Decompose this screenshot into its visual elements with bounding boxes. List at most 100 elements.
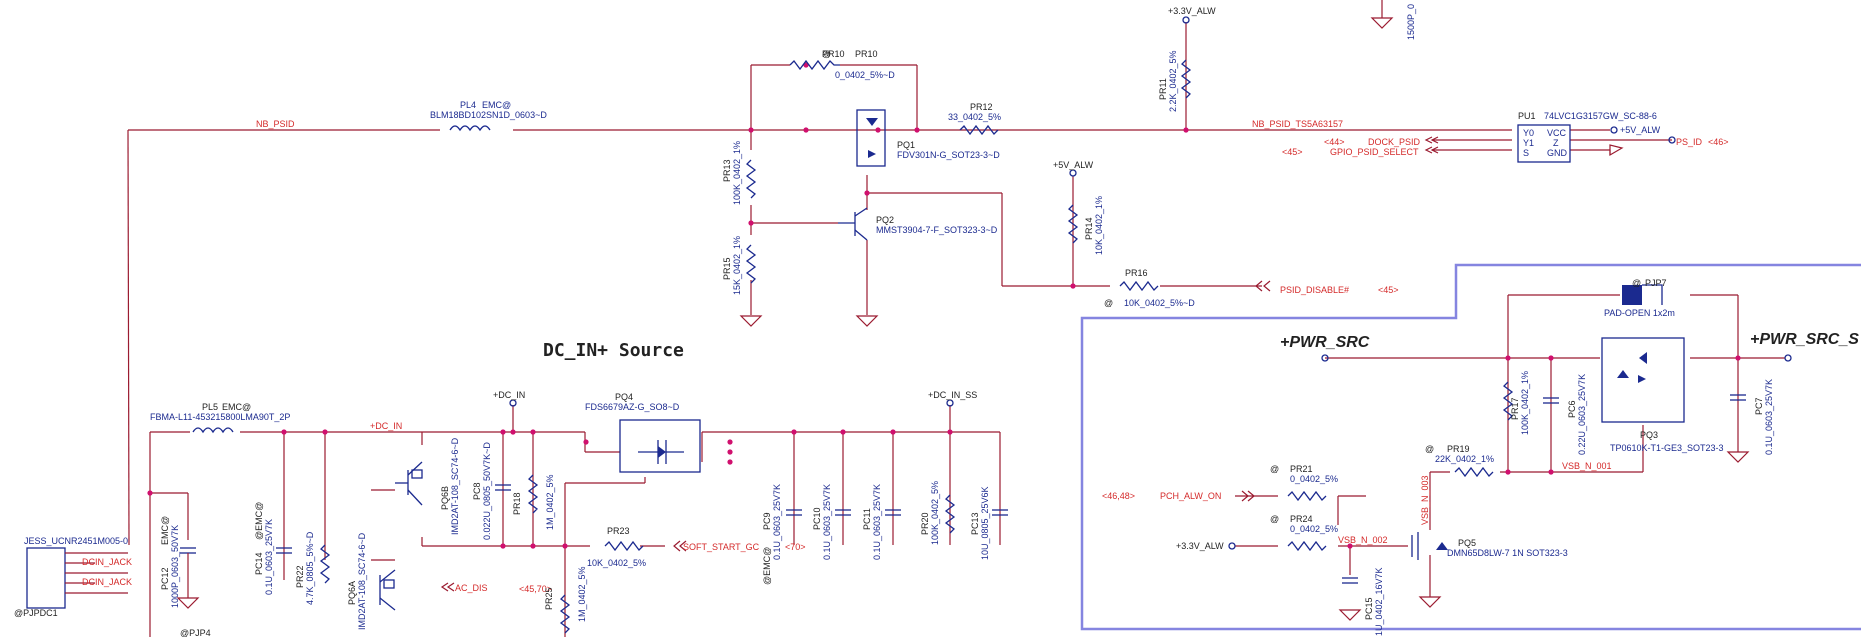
pc15-val: 1U_0402_16V7K — [1374, 567, 1384, 636]
ref-4648: <46,48> — [1102, 491, 1135, 501]
pc8-cap: PC8 0.022U_0805_50V7K~D — [472, 442, 511, 540]
pc7-cap: PC7 0.1U_0603_25V7K — [1726, 379, 1774, 463]
pr22-val: 4.7K_0805_5%~D — [305, 531, 315, 605]
pr23-val: 10K_0402_5% — [587, 558, 646, 568]
ref-44: <44> — [1324, 137, 1345, 147]
pc7-ref: PC7 — [1754, 397, 1764, 415]
pq4-part: FDS6679AZ-G_SO8~D — [585, 402, 680, 412]
pr11-val: 2.2K_0402_5% — [1168, 50, 1178, 112]
pu1-part: 74LVC1G3157GW_SC-88-6 — [1544, 111, 1657, 121]
nb-psid-label: NB_PSID — [256, 119, 295, 129]
svg-text:GND: GND — [1547, 148, 1568, 158]
pq5-mosfet: PQ5 DMN65D8LW-7 1N SOT323-3 — [1411, 532, 1568, 608]
jack-ref: @PJPDC1 — [14, 608, 58, 618]
pr14-val: 10K_0402_1% — [1094, 196, 1104, 255]
svg-text:VCC: VCC — [1547, 128, 1567, 138]
pc9-val: 0.1U_0603_25V7K — [772, 484, 782, 560]
pc11-val: 0.1U_0603_25V7K — [872, 484, 882, 560]
ref-45a: <45> — [1282, 147, 1303, 157]
vsb-n-001-label: VSB_N_001 — [1562, 461, 1612, 471]
top-cap-val: 1500P_0 — [1406, 4, 1416, 40]
pq1-part: FDV301N-G_SOT23-3~D — [897, 150, 1000, 160]
pc7-val: 0.1U_0603_25V7K — [1764, 379, 1774, 455]
svg-text:@: @ — [1270, 464, 1279, 474]
pq5-ref: PQ5 — [1458, 538, 1476, 548]
pr10-ref: PR10 — [855, 49, 878, 59]
v5-alw-label: +5V_ALW — [1053, 160, 1094, 170]
soft-start-label: SOFT_START_GC — [683, 542, 760, 552]
pr18-resistor: PR18 1M_0402_5% — [512, 474, 555, 530]
junction-dots-pwr — [1347, 355, 1741, 549]
pq4-mosfet: PQ4 FDS6679AZ-G_SO8~D — [585, 392, 701, 473]
svg-text:@: @ — [1632, 278, 1641, 288]
pq6a-ref: PQ6A — [347, 581, 357, 605]
pr12-ref: PR12 — [970, 102, 993, 112]
pq5-part: DMN65D8LW-7 1N SOT323-3 — [1447, 548, 1568, 558]
pr22-ref: PR22 — [295, 565, 305, 588]
pwr-src-s-label: +PWR_SRC_S — [1750, 331, 1859, 348]
dc-in-ss-label: +DC_IN_SS — [928, 390, 977, 400]
dc-jack-connector: JESS_UCNR2451M005-0 @PJPDC1 DCIN_JACK DC… — [14, 536, 132, 618]
pc15-ref: PC15 — [1364, 597, 1374, 620]
pc9-cap: PC9 @EMC@ 0.1U_0603_25V7K — [762, 484, 802, 585]
pr14-resistor: +5V_ALW PR14 10K_0402_1% — [1053, 160, 1104, 255]
pr13-ref: PR13 — [722, 159, 732, 182]
pc13-val: 10U_0805_25V6K — [980, 486, 990, 560]
pc14-val: 0.1U_0603_25V7K — [264, 519, 274, 595]
pr16-val: 10K_0402_5%~D — [1124, 298, 1195, 308]
pr10-val: 0_0402_5%~D — [835, 70, 895, 80]
v5-alw-right: +5V_ALW — [1620, 125, 1661, 135]
pc14-cap: PC14 @EMC@ 0.1U_0603_25V7K — [254, 502, 292, 595]
pr21-ref: PR21 — [1290, 464, 1313, 474]
svg-text:Y0: Y0 — [1523, 128, 1534, 138]
ac-dis-label: AC_DIS — [455, 583, 488, 593]
pq6b-transistor: PQ6B IMD2AT-108_SC74-6~D — [395, 437, 460, 535]
pr25-ref: PR25 — [544, 587, 554, 610]
pr13-resistor: PR13 100K_0402_1% — [722, 141, 757, 205]
pr19-ref: PR19 — [1447, 444, 1470, 454]
jack-part: JESS_UCNR2451M005-0 — [24, 536, 128, 546]
pl4-emc: EMC@ — [482, 100, 511, 110]
pr17-val: 100K_0402_1% — [1520, 371, 1530, 435]
pr10-at: PR10 — [822, 49, 845, 59]
ref-4570: <45,70> — [519, 584, 552, 594]
nb-psid-ts-label: NB_PSID_TS5A63157 — [1252, 119, 1343, 129]
ref-45b: <45> — [1378, 285, 1399, 295]
pr16-ref: PR16 — [1125, 268, 1148, 278]
pr24-val: 0_0402_5% — [1290, 524, 1338, 534]
pr25-val: 1M_0402_5% — [577, 566, 587, 622]
svg-text:Z: Z — [1553, 138, 1559, 148]
pl4-part: BLM18BD102SN1D_0603~D — [430, 110, 547, 120]
pq2-part: MMST3904-7-F_SOT323-3~D — [876, 225, 998, 235]
pc12-ref: PC12 — [160, 567, 170, 590]
ref-70: <70> — [785, 542, 806, 552]
pr11-resistor: +3.3V_ALW PR11 2.2K_0402_5% — [1158, 6, 1216, 112]
pl4-inductor: PL4 EMC@ BLM18BD102SN1D_0603~D — [430, 100, 547, 132]
pr19-resistor: PR19 @ 22K_0402_1% — [1425, 444, 1494, 478]
pq3-mosfet: PQ3 TP0610K-T1-GE3_SOT23-3 — [1601, 337, 1724, 453]
pr17-ref: PR17 — [1510, 397, 1520, 420]
pu1-ref: PU1 — [1518, 111, 1536, 121]
gpio-psid-label: GPIO_PSID_SELECT — [1330, 147, 1419, 157]
pq3-ref: PQ3 — [1640, 430, 1658, 440]
pu1-switch: PU1 74LVC1G3157GW_SC-88-6 Y0 Y1 S VCC Z … — [1282, 111, 1729, 163]
dcin-jack2-label: DCIN_JACK — [82, 577, 132, 587]
pc10-cap: PC10 0.1U_0603_25V7K — [812, 484, 851, 560]
svg-text:@: @ — [822, 49, 831, 59]
pc8-ref: PC8 — [472, 482, 482, 500]
pr24-ref: PR24 — [1290, 514, 1313, 524]
v33-alw-top: +3.3V_ALW — [1168, 6, 1216, 16]
pl5-part: FBMA-L11-453215800LMA90T_2P — [150, 412, 290, 422]
pq6a-part: IMD2AT-108_SC74-6~D — [357, 532, 367, 630]
pr20-resistor: PR20 100K_0402_5% — [920, 481, 956, 545]
pr13-val: 100K_0402_1% — [732, 141, 742, 205]
svg-text:@: @ — [1104, 298, 1113, 308]
pq2-npn: PQ2 MMST3904-7-F_SOT323-3~D — [838, 207, 998, 241]
dock-psid-label: DOCK_PSID — [1368, 137, 1421, 147]
pc15-cap: PC15 1U_0402_16V7K — [1338, 567, 1384, 636]
pr18-val: 1M_0402_5% — [545, 474, 555, 530]
pr23-ref: PR23 — [607, 526, 630, 536]
pr21-val: 0_0402_5% — [1290, 474, 1338, 484]
ref-46: <46> — [1708, 137, 1729, 147]
